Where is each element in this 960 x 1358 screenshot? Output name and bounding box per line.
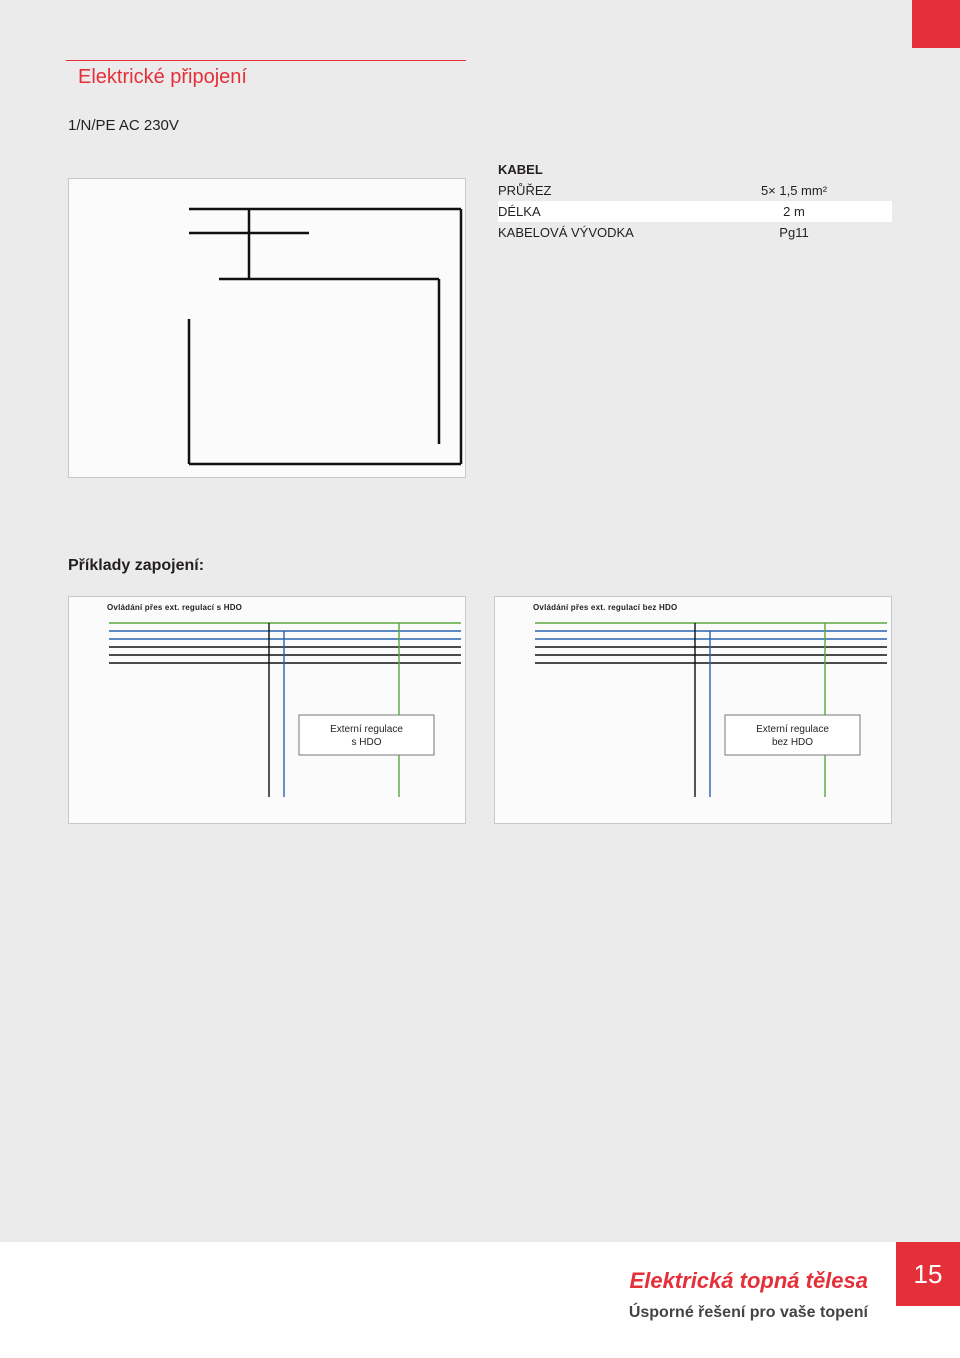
schematic-ext-hdo: Ovládání přes ext. regulací s HDO Extern… bbox=[68, 596, 466, 824]
cable-row-label: KABELOVÁ VÝVODKA bbox=[498, 225, 634, 240]
regulator-label: Externí regulace bez HDO bbox=[725, 723, 860, 749]
cable-row: KABELOVÁ VÝVODKA Pg11 bbox=[498, 222, 892, 243]
schematic-ext-no-hdo: Ovládání přes ext. regulací bez HDO Exte… bbox=[494, 596, 892, 824]
footer-title: Elektrická topná tělesa bbox=[629, 1268, 868, 1293]
page-number: 15 bbox=[896, 1242, 960, 1306]
corner-accent bbox=[912, 0, 960, 48]
footer-subtitle: Úsporné řešení pro vaše topení bbox=[628, 1304, 868, 1321]
regulator-label-line: s HDO bbox=[351, 737, 382, 748]
regulator-label: Externí regulace s HDO bbox=[299, 723, 434, 749]
schematic-title: Ovládání přes ext. regulací bez HDO bbox=[533, 603, 678, 612]
cable-row-value: 2 m bbox=[783, 204, 805, 219]
cable-heading: KABEL bbox=[498, 162, 543, 177]
cable-row-value: Pg11 bbox=[779, 225, 809, 240]
cable-row-value: 5× 1,5 mm² bbox=[760, 183, 828, 198]
regulator-label-line: Externí regulace bbox=[330, 724, 403, 735]
page-title: Elektrické připojení bbox=[78, 66, 247, 88]
regulator-label-line: Externí regulace bbox=[756, 724, 829, 735]
examples-title: Příklady zapojení: bbox=[68, 557, 205, 574]
cable-row-label: DÉLKA bbox=[498, 204, 541, 219]
wiring-diagram-lines bbox=[187, 207, 463, 466]
title-rule bbox=[66, 60, 466, 61]
schematic-rails bbox=[109, 622, 461, 797]
cable-table: KABEL PRŮŘEZ 5× 1,5 mm² DÉLKA 2 m KABELO… bbox=[498, 160, 892, 243]
cable-row: PRŮŘEZ 5× 1,5 mm² bbox=[498, 180, 892, 201]
regulator-label-line: bez HDO bbox=[771, 737, 814, 748]
cable-row: DÉLKA 2 m bbox=[498, 201, 892, 222]
cable-row-label: PRŮŘEZ bbox=[498, 183, 552, 198]
wiring-diagram bbox=[68, 178, 466, 478]
supply-voltage: 1/N/PE AC 230V bbox=[68, 117, 179, 134]
page-footer bbox=[0, 1242, 960, 1358]
schematic-title: Ovládání přes ext. regulací s HDO bbox=[107, 603, 243, 612]
schematic-rails bbox=[535, 622, 887, 797]
